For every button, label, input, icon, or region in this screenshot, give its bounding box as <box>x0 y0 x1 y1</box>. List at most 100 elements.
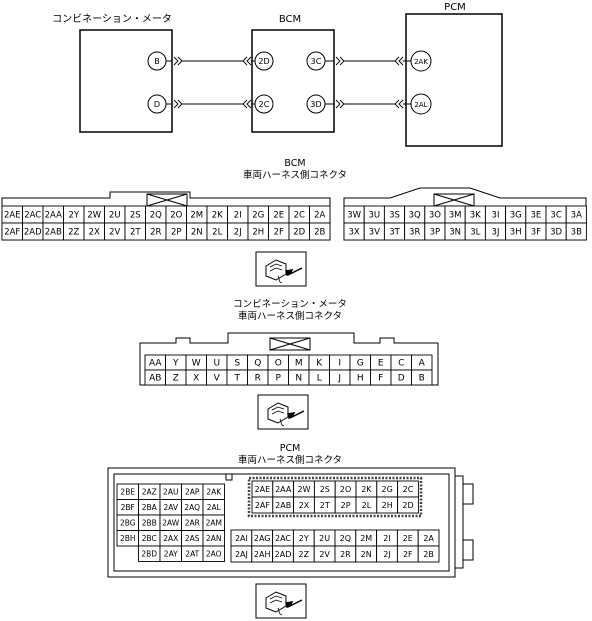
pin-label: 3F <box>531 228 541 238</box>
pcm-pin-2ak: 2AK <box>414 58 428 66</box>
pin-label: 2D <box>293 228 305 238</box>
pin-label: 2S <box>320 485 330 494</box>
pin-label: 2J <box>383 550 390 559</box>
pin-label: 2AK <box>206 487 222 496</box>
pin-label: 2X <box>299 501 310 510</box>
bcm-pin-3c: 3C <box>311 57 322 66</box>
pin-label: 2BG <box>120 518 136 527</box>
pin-label: Z <box>173 374 179 384</box>
pin-label: 3C <box>550 211 561 221</box>
pin-label: 3U <box>368 211 380 221</box>
meter-pin-b: B <box>154 57 160 66</box>
pin-cell <box>417 545 440 563</box>
pin-label: 2B <box>314 228 325 238</box>
pin-label: 2AA <box>45 211 62 221</box>
pin-label: 3D <box>550 228 562 238</box>
pin-label: F <box>378 374 383 384</box>
pin-label: 2AM <box>206 518 222 527</box>
pin-label: 2AG <box>254 534 271 543</box>
wire-b-2d <box>166 56 255 66</box>
pin-label: 3V <box>369 228 380 238</box>
pin-label: 2AY <box>164 549 178 558</box>
pin-label: 2W <box>87 211 101 221</box>
pin-label: 2AI <box>235 534 248 543</box>
connector-face-view-icon <box>257 394 309 430</box>
pin-label: S <box>234 359 240 369</box>
pin-label: H <box>357 374 364 384</box>
pin-label: 2M <box>190 211 203 221</box>
pin-label: 2W <box>298 485 311 494</box>
pin-label: 3E <box>531 211 542 221</box>
pin-label: 2Z <box>68 228 79 238</box>
pin-label: 3S <box>389 211 400 221</box>
pcm-title: PCM <box>444 2 466 13</box>
pin-label: 2AU <box>163 487 178 496</box>
pin-label: 2D <box>402 501 413 510</box>
pin-label: 2AE <box>255 485 271 494</box>
pin-label: R <box>255 374 261 384</box>
pin-label: 2BE <box>120 487 135 496</box>
pin-label: 2AR <box>185 518 200 527</box>
pin-label: 3H <box>510 228 522 238</box>
pin-label: 2AS <box>185 534 200 543</box>
pin-label: B <box>419 374 425 384</box>
pin-label: 2AC <box>24 211 41 221</box>
pin-label: 2AP <box>185 487 200 496</box>
pin-label: 2AL <box>207 503 222 512</box>
pin-label: 2C <box>403 485 414 494</box>
pin-label: W <box>192 359 201 369</box>
pin-label: 2H <box>252 228 264 238</box>
pin-label: K <box>316 359 323 369</box>
pin-label: 2AW <box>162 518 179 527</box>
pin-label: 2P <box>171 228 182 238</box>
pin-cell <box>397 496 419 514</box>
pin-label: 3B <box>571 228 582 238</box>
pin-label: 2AF <box>4 228 20 238</box>
pcm-connector-title: PCM <box>280 443 301 454</box>
meter-pin-d: D <box>154 100 160 109</box>
bcm-connector-subtitle: 車両ハーネス側コネクタ <box>243 169 347 181</box>
pin-label: 2AN <box>206 534 222 543</box>
pin-label: 2B <box>423 550 434 559</box>
pin-label: 2T <box>130 228 141 238</box>
pin-label: 2AD <box>275 550 292 559</box>
pin-label: 2AB <box>45 228 62 238</box>
pin-label: 2V <box>319 550 330 559</box>
pin-label: 2A <box>314 211 325 221</box>
pin-label: C <box>398 359 404 369</box>
pin-label: 2H <box>382 501 393 510</box>
pin-label: 2BA <box>142 503 158 512</box>
pin-label: 2A <box>423 534 434 543</box>
pin-label: AA <box>149 359 162 369</box>
pin-label: P <box>276 374 282 384</box>
pin-label: 2G <box>382 485 393 494</box>
pin-label: 2AZ <box>142 487 157 496</box>
pin-label: G <box>357 359 364 369</box>
pin-label: 2S <box>130 211 141 221</box>
pin-label: M <box>295 359 303 369</box>
meter-connector-title: コンビネーション・メータ <box>233 299 347 310</box>
pin-label: 2K <box>361 485 372 494</box>
pin-label: I <box>338 359 341 369</box>
pcm-connector-housing <box>107 467 474 578</box>
pin-label: 2AH <box>254 550 271 559</box>
pin-label: 2Q <box>150 211 162 221</box>
wire-3c-2ak <box>325 56 411 66</box>
pin-label: X <box>193 374 199 384</box>
pin-label: 2X <box>89 228 100 238</box>
pin-label: 2T <box>320 501 330 510</box>
pin-label: 2BD <box>141 549 157 558</box>
pin-label: 2R <box>340 550 351 559</box>
pin-label: 2BF <box>121 503 135 512</box>
pin-cell <box>309 222 331 241</box>
pin-label: 2G <box>252 211 264 221</box>
pin-label: 2Z <box>299 550 310 559</box>
pin-label: U <box>213 359 220 369</box>
pin-label: 2Y <box>299 534 309 543</box>
bcm-pin-3d: 3D <box>310 100 321 109</box>
pin-label: J <box>337 374 341 384</box>
pin-label: 2Q <box>340 534 351 543</box>
